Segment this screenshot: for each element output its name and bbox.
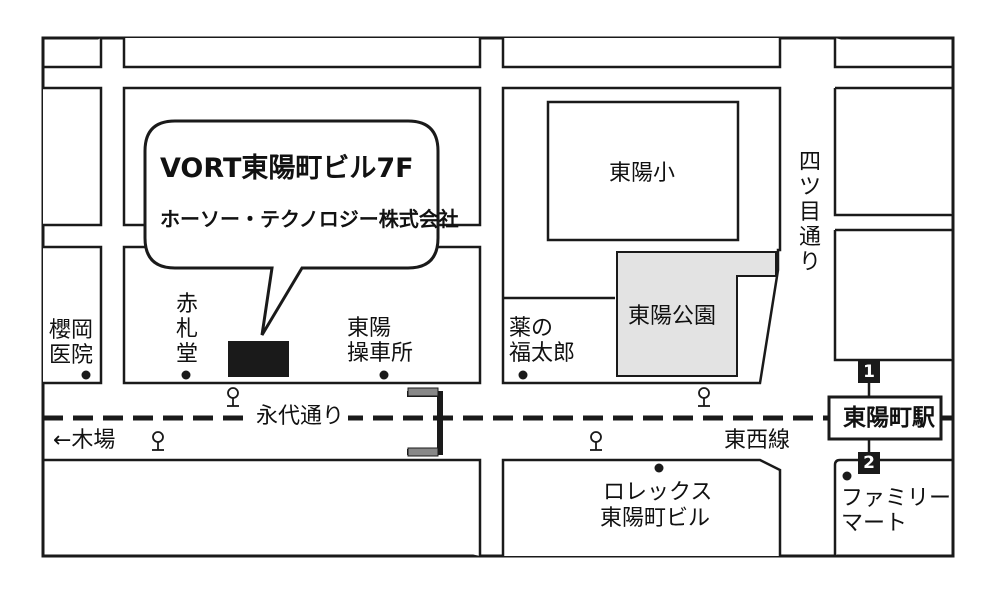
street-yotsume-label: 四ツ目通り xyxy=(798,150,821,275)
block xyxy=(501,38,782,69)
poi-dot xyxy=(379,370,389,380)
poi-sakuraoka-line2: 医院 xyxy=(49,343,94,368)
poi-kusuri-line1: 薬の xyxy=(509,316,554,341)
block xyxy=(501,458,782,556)
office-building-marker xyxy=(228,341,289,377)
poi-toyo-line2: 操車所 xyxy=(347,341,414,366)
poi-dot xyxy=(181,370,191,380)
park-area xyxy=(616,251,777,377)
poi-dot xyxy=(654,463,664,473)
poi-famima-line2: マート xyxy=(841,511,908,536)
block xyxy=(833,230,953,362)
block xyxy=(43,245,103,385)
bus-stop-icon xyxy=(152,431,164,451)
school-building xyxy=(546,100,740,242)
poi-toyo-line1: 東陽 xyxy=(347,316,392,341)
school-label: 東陽小 xyxy=(609,161,676,186)
block xyxy=(833,458,953,556)
street-eitai-label: 永代通り xyxy=(252,404,349,430)
poi-rolex-line2: 東陽町ビル xyxy=(600,506,711,531)
bus-stop-icon xyxy=(590,431,602,451)
station-box[interactable] xyxy=(827,395,943,441)
callout-bubble xyxy=(143,119,440,336)
poi-dot xyxy=(842,471,852,481)
poi-famima-line1: ファミリー xyxy=(841,486,952,511)
block xyxy=(43,38,103,69)
block xyxy=(833,88,953,217)
bus-stop-icon xyxy=(227,387,239,407)
company-name: ホーソー・テクノロジー株式会社 xyxy=(160,207,459,231)
poi-rolex-line1: ロレックス xyxy=(603,480,713,505)
station-exit-2[interactable]: 2 xyxy=(858,452,880,474)
poi-dot xyxy=(81,370,91,380)
block xyxy=(122,38,482,69)
bus-stop-icon xyxy=(698,387,710,407)
rail-line-label: 東西線 xyxy=(724,428,791,453)
building-name: VORT東陽町ビル7F xyxy=(160,153,414,184)
poi-kusuri-line2: 福太郎 xyxy=(509,341,576,366)
block xyxy=(43,458,482,556)
poi-akafuda-label: 赤札堂 xyxy=(175,292,198,367)
overpass-marker xyxy=(407,387,443,457)
park-label: 東陽公園 xyxy=(628,304,717,329)
poi-dot xyxy=(518,370,528,380)
poi-sakuraoka-line1: 櫻岡 xyxy=(49,318,94,343)
station-label[interactable]: 東陽町駅 xyxy=(843,405,935,431)
block xyxy=(833,38,953,69)
station-exit-1[interactable]: 1 xyxy=(858,361,880,383)
block xyxy=(43,86,103,227)
direction-kiba-label: ←木場 xyxy=(53,428,116,453)
